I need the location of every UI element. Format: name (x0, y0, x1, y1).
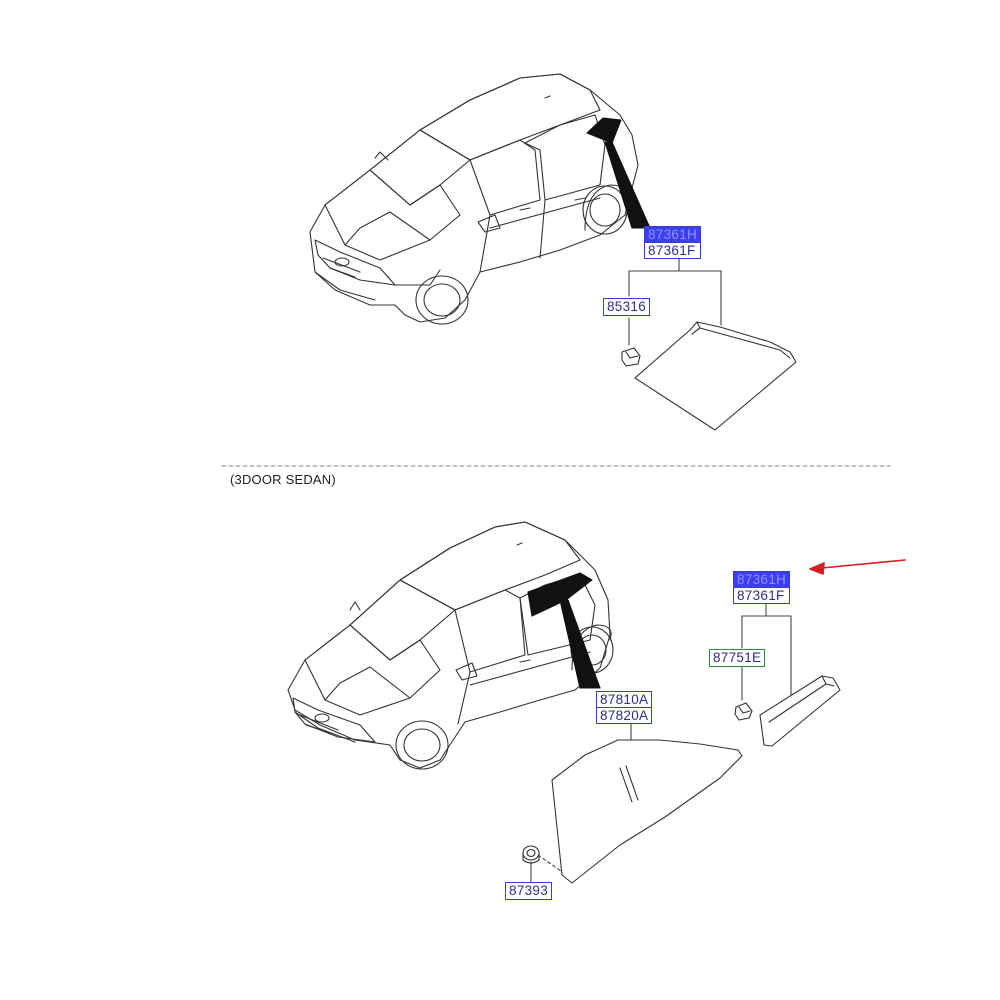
top-clip-part-label[interactable]: 85316 (603, 298, 651, 316)
top-part-number-highlighted[interactable]: 87361H (645, 227, 701, 242)
bottom-part-group-label[interactable]: 87361H 87361F (733, 571, 791, 604)
bottom-clip-part-label[interactable]: 87751E (709, 649, 766, 667)
bottom-quarter-glass (551, 739, 743, 884)
bottom-grommet-87393 (522, 845, 540, 864)
top-leader-lines (628, 258, 722, 346)
section-title: (3DOOR SEDAN) (230, 472, 336, 487)
bottom-clip-87751E (734, 702, 753, 721)
bottom-car-illustration (287, 521, 614, 770)
glass-part-number-a[interactable]: 87810A (600, 692, 649, 707)
top-car-illustration (309, 73, 651, 325)
bottom-glass-group-label[interactable]: 87810A 87820A (596, 691, 653, 724)
top-clip-85316 (621, 347, 641, 367)
top-part-number[interactable]: 87361F (645, 242, 701, 258)
grommet-part-label[interactable]: 87393 (505, 882, 553, 900)
bottom-part-number-highlighted[interactable]: 87361H (734, 572, 790, 587)
glass-part-number-b[interactable]: 87820A (597, 707, 652, 723)
top-part-group-label[interactable]: 87361H 87361F (644, 226, 702, 259)
red-arrow (809, 559, 906, 575)
top-quarter-glass (634, 321, 797, 431)
bottom-garnish-strip (759, 675, 841, 747)
bottom-part-number[interactable]: 87361F (734, 587, 790, 603)
